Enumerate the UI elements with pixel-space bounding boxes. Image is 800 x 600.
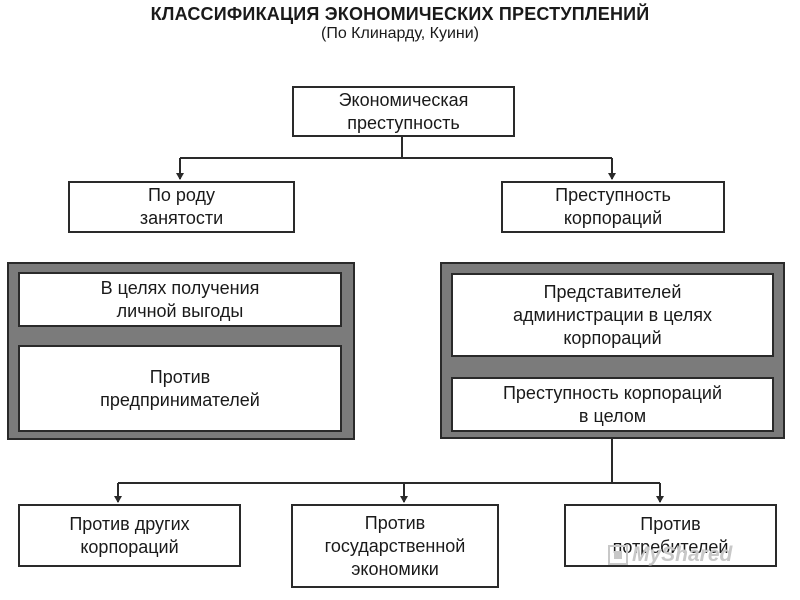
node-corporate-crime-whole: Преступность корпораций в целом bbox=[451, 377, 774, 432]
node-by-occupation-label: По роду занятости bbox=[139, 185, 224, 228]
node-against-other-corporations: Против других корпораций bbox=[18, 504, 241, 567]
node-personal-gain: В целях получения личной выгоды bbox=[18, 272, 342, 327]
node-corporate-crime-label: Преступность корпораций bbox=[555, 185, 671, 228]
node-by-occupation: По роду занятости bbox=[68, 181, 295, 233]
node-against-state-economy: Против государственной экономики bbox=[291, 504, 499, 588]
node-economic-crime-label: Экономическая преступность bbox=[338, 89, 469, 133]
node-economic-crime: Экономическая преступность bbox=[292, 86, 515, 137]
node-personal-gain-label: В целях получения личной выгоды bbox=[100, 277, 260, 321]
node-against-state-economy-label: Против государственной экономики bbox=[324, 512, 466, 579]
node-against-other-corporations-label: Против других корпораций bbox=[69, 513, 190, 557]
node-against-consumers: Против потребителей bbox=[564, 504, 777, 567]
watermark-logo: MyShared bbox=[608, 541, 778, 569]
node-administration-representatives-label: Представителей администрации в целях кор… bbox=[513, 281, 712, 348]
node-administration-representatives: Представителей администрации в целях кор… bbox=[451, 273, 774, 357]
node-against-consumers-label: Против потребителей bbox=[612, 513, 729, 557]
node-against-entrepreneurs: Против предпринимателей bbox=[18, 345, 342, 432]
presentation-icon bbox=[608, 545, 628, 565]
watermark-text: MyShared bbox=[632, 543, 733, 566]
node-corporate-crime-whole-label: Преступность корпораций в целом bbox=[502, 382, 723, 426]
diagram-subtitle: (По Клинарду, Куини) bbox=[320, 25, 479, 42]
node-corporate-crime: Преступность корпораций bbox=[501, 181, 725, 233]
node-against-entrepreneurs-label: Против предпринимателей bbox=[100, 366, 260, 410]
diagram-title: КЛАССИФИКАЦИЯ ЭКОНОМИЧЕСКИХ ПРЕСТУПЛЕНИЙ bbox=[150, 4, 650, 24]
